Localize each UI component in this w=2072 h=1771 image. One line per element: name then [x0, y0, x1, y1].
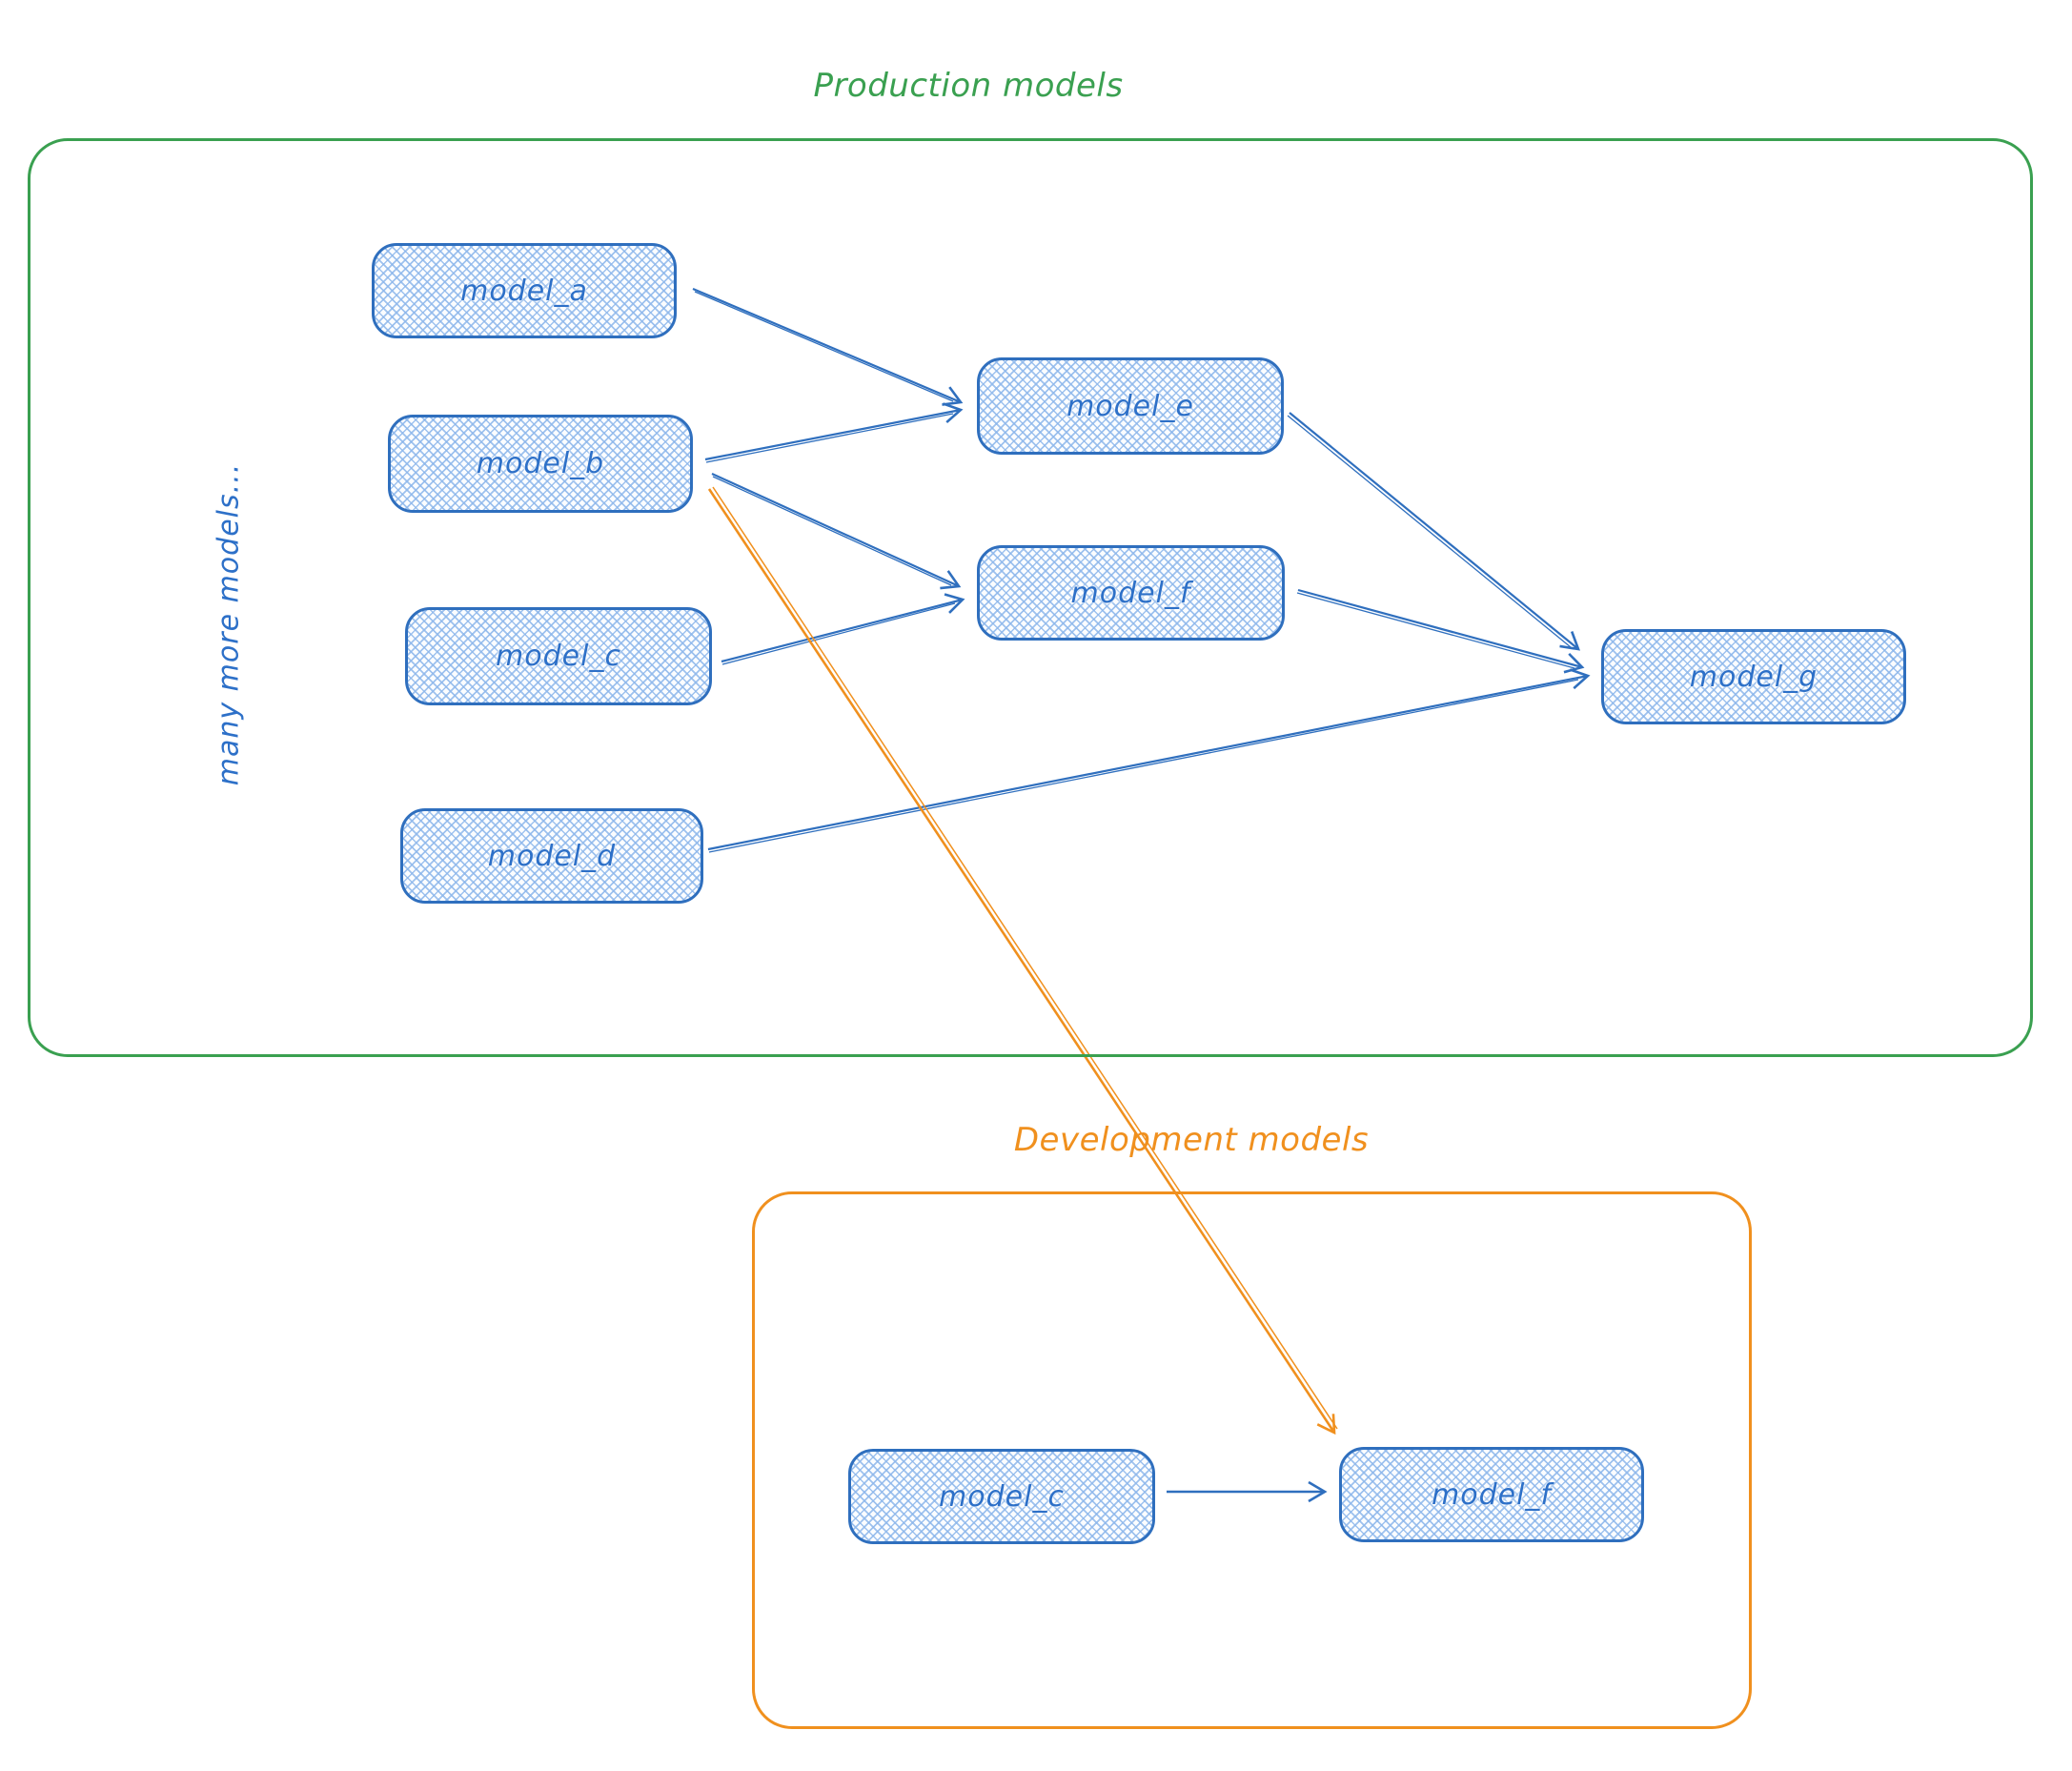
dev-node-model-f-label: model_f	[1432, 1477, 1552, 1512]
node-model-c: model_c	[405, 607, 712, 705]
node-model-g: model_g	[1601, 629, 1906, 724]
node-model-a: model_a	[372, 243, 677, 338]
node-model-c-label: model_c	[496, 640, 621, 673]
node-model-b-label: model_b	[476, 447, 605, 480]
production-group-title: Production models	[813, 67, 1124, 105]
node-model-e: model_e	[977, 357, 1284, 455]
node-model-e-label: model_e	[1066, 389, 1194, 423]
production-group-box	[28, 138, 2033, 1057]
node-model-a-label: model_a	[460, 274, 588, 308]
development-group-box	[752, 1191, 1752, 1729]
dev-node-model-f: model_f	[1339, 1447, 1644, 1542]
node-model-d-label: model_d	[487, 839, 617, 873]
dev-node-model-c-label: model_c	[939, 1479, 1065, 1514]
node-model-f: model_f	[977, 545, 1285, 641]
many-more-models-note: many more models...	[212, 462, 246, 786]
dev-node-model-c: model_c	[848, 1449, 1155, 1544]
node-model-d: model_d	[400, 808, 703, 904]
node-model-b: model_b	[388, 415, 693, 513]
development-group-title: Development models	[1013, 1121, 1370, 1159]
node-model-f-label: model_f	[1070, 576, 1191, 610]
node-model-g-label: model_g	[1689, 660, 1818, 694]
